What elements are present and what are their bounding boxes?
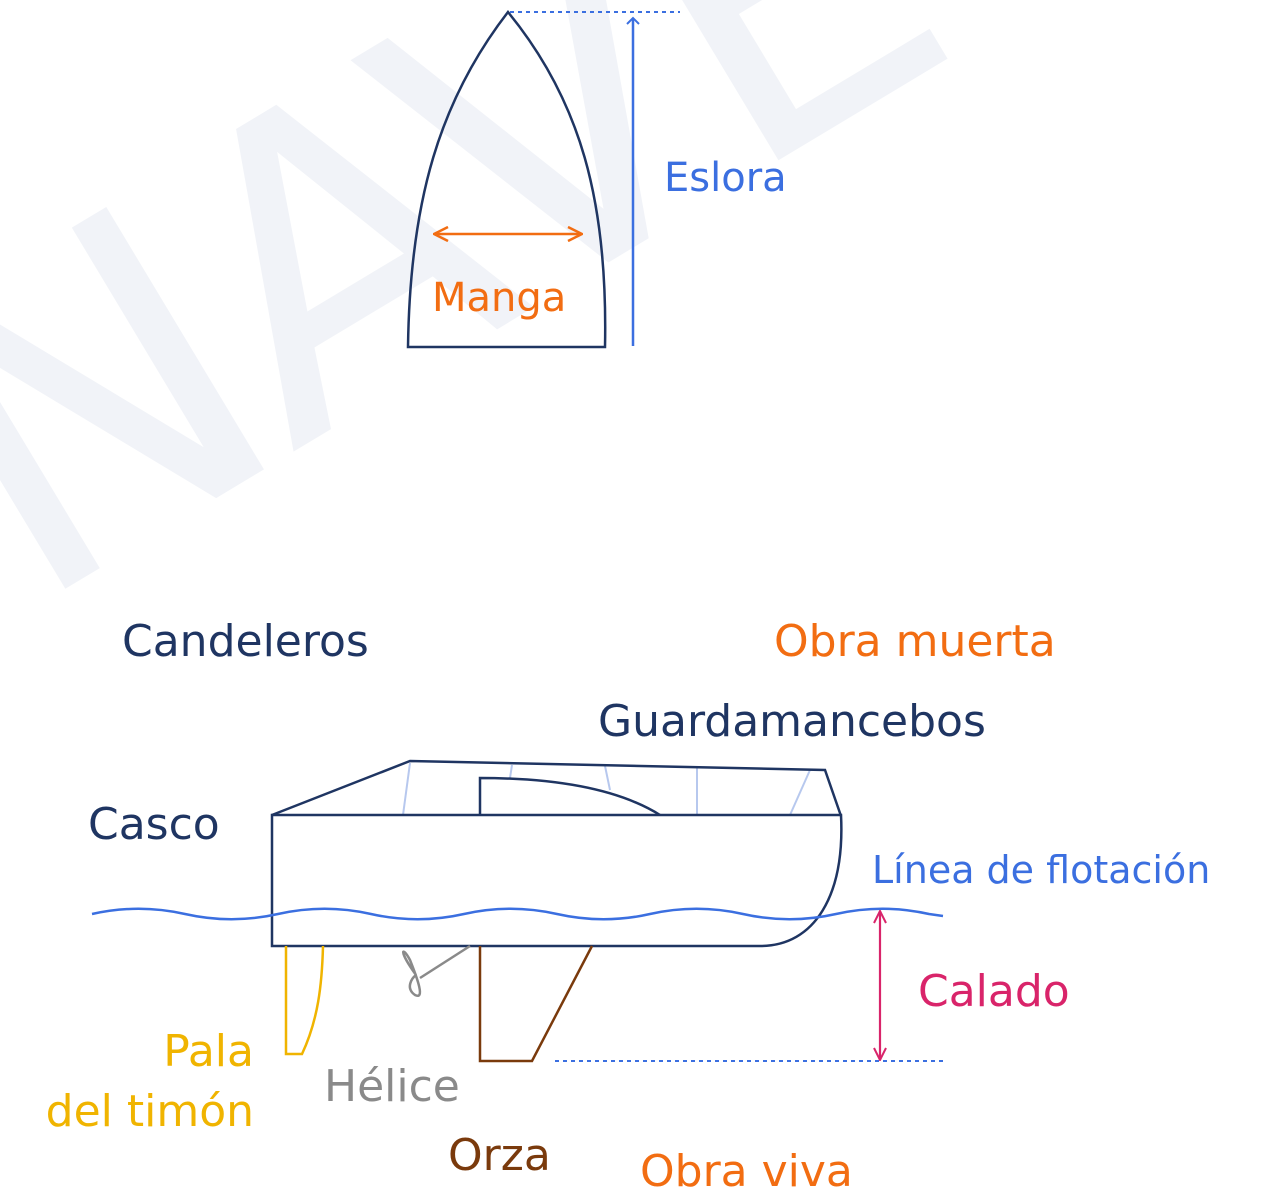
waterline <box>91 907 944 921</box>
deck-rail <box>271 759 843 817</box>
propeller-shaft <box>419 944 471 980</box>
keel <box>478 945 594 1063</box>
pala-label-line2: del timón <box>45 1086 254 1137</box>
candelero <box>604 765 611 791</box>
propeller-blade <box>402 950 422 998</box>
candelero <box>509 764 513 779</box>
side-view <box>91 759 945 1063</box>
obra-viva-label: Obra viva <box>640 1146 853 1197</box>
helice-label: Hélice <box>324 1061 460 1112</box>
obra-muerta-label: Obra muerta <box>774 616 1056 667</box>
eslora-label: Eslora <box>664 155 787 201</box>
pala-label-line1: Pala <box>163 1026 254 1077</box>
candelero <box>402 762 411 816</box>
orza-label: Orza <box>448 1130 551 1181</box>
top-view <box>406 9 680 349</box>
cabin <box>478 776 661 817</box>
hull-top-outline <box>406 9 607 349</box>
candeleros <box>402 762 811 816</box>
candelero <box>789 769 811 816</box>
guardamancebos-label: Guardamancebos <box>598 696 986 747</box>
calado-label: Calado <box>918 966 1070 1017</box>
rudder <box>284 945 325 1056</box>
casco-label: Casco <box>88 799 220 850</box>
hull-side <box>270 813 843 948</box>
manga-label: Manga <box>432 275 567 321</box>
candeleros-label: Candeleros <box>122 616 369 667</box>
linea-flotacion-label: Línea de flotación <box>872 848 1211 892</box>
propeller <box>402 944 471 998</box>
